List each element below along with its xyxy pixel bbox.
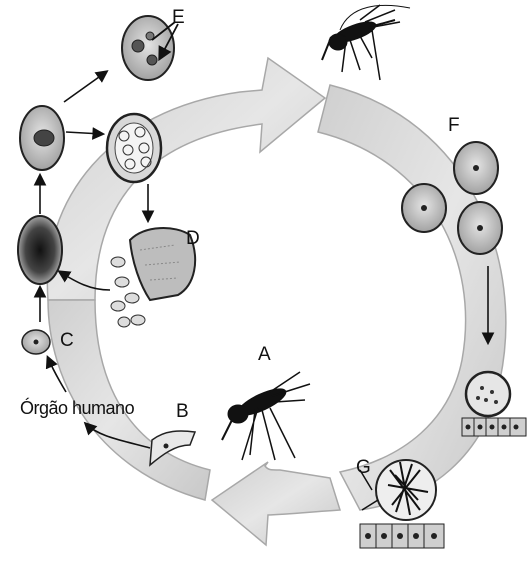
mosquito-top-icon: [322, 5, 410, 80]
organ-label: Órgão humano: [20, 398, 134, 419]
cell-schizont: [107, 114, 161, 182]
oocyst: [462, 372, 526, 436]
label-g: G: [356, 458, 371, 477]
cell-dark-core: [18, 216, 62, 284]
mosquito-a-icon: [222, 372, 310, 460]
label-d: D: [186, 229, 200, 248]
cell-upper-left: [20, 106, 64, 170]
cycle-arrow-bottom: [212, 462, 340, 545]
label-e: E: [172, 8, 185, 27]
cell-e: [122, 16, 178, 80]
label-c: C: [60, 331, 74, 350]
label-b: B: [176, 402, 189, 421]
cell-c: [22, 330, 50, 354]
ruptured-cell-d: [111, 228, 195, 327]
label-a: A: [258, 345, 271, 364]
label-f: F: [448, 116, 460, 135]
